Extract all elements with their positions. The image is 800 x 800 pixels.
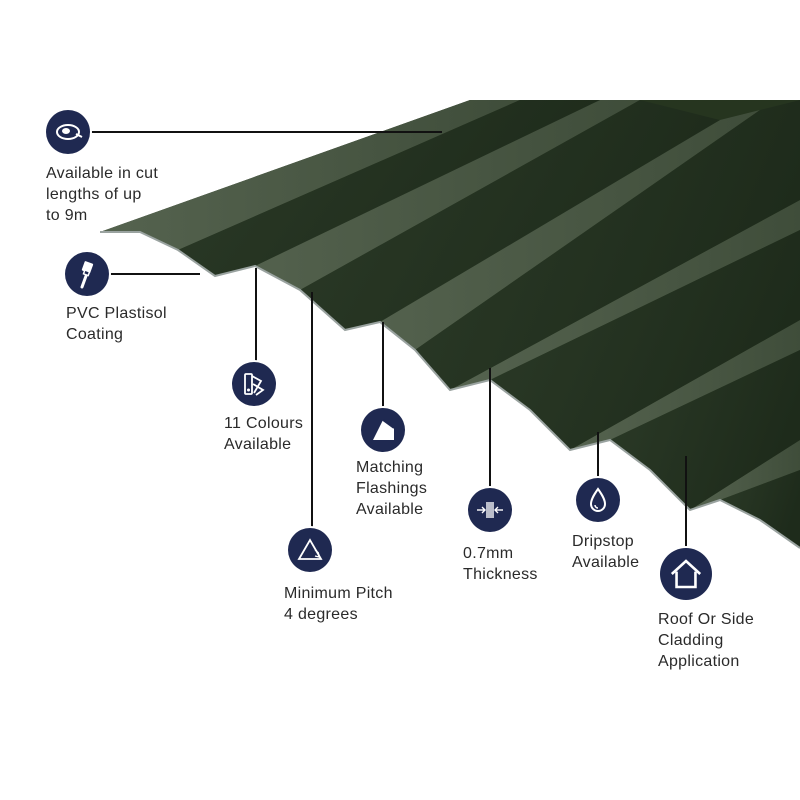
feature-label: 11 Colours Available	[224, 415, 304, 453]
sheet-ridge	[215, 100, 640, 290]
feature-label: Available in cut lengths of up to 9m	[46, 165, 159, 224]
feature-label: Minimum Pitch 4 degrees	[284, 585, 393, 623]
house-icon	[660, 548, 712, 600]
feature-label: 0.7mm Thickness	[463, 545, 538, 583]
sheet-edge	[100, 231, 800, 549]
sheet-trough	[300, 100, 720, 330]
sheet-trough	[178, 100, 600, 276]
sheet-trough	[610, 350, 800, 510]
leader-lines	[90, 131, 687, 548]
thickness-icon	[468, 488, 512, 532]
flashing-icon	[361, 408, 405, 452]
pitch-angle-icon	[288, 528, 332, 572]
paint-brush-icon	[65, 252, 109, 296]
water-drop-icon	[576, 478, 620, 522]
sheet-trough	[415, 100, 800, 390]
feature-label: Roof Or Side Cladding Application	[658, 611, 755, 670]
feature-label: Matching Flashings Available	[356, 459, 428, 518]
sheet-ridge	[345, 110, 760, 350]
feature-label: PVC Plastisol Coating	[66, 305, 167, 343]
feature-label: Dripstop Available	[572, 533, 640, 571]
tape-measure-icon	[46, 110, 90, 154]
sheet-trough	[720, 470, 800, 548]
sheet-trough	[490, 230, 800, 450]
colour-swatch-icon	[232, 362, 276, 406]
sheet-ridge	[100, 100, 520, 250]
